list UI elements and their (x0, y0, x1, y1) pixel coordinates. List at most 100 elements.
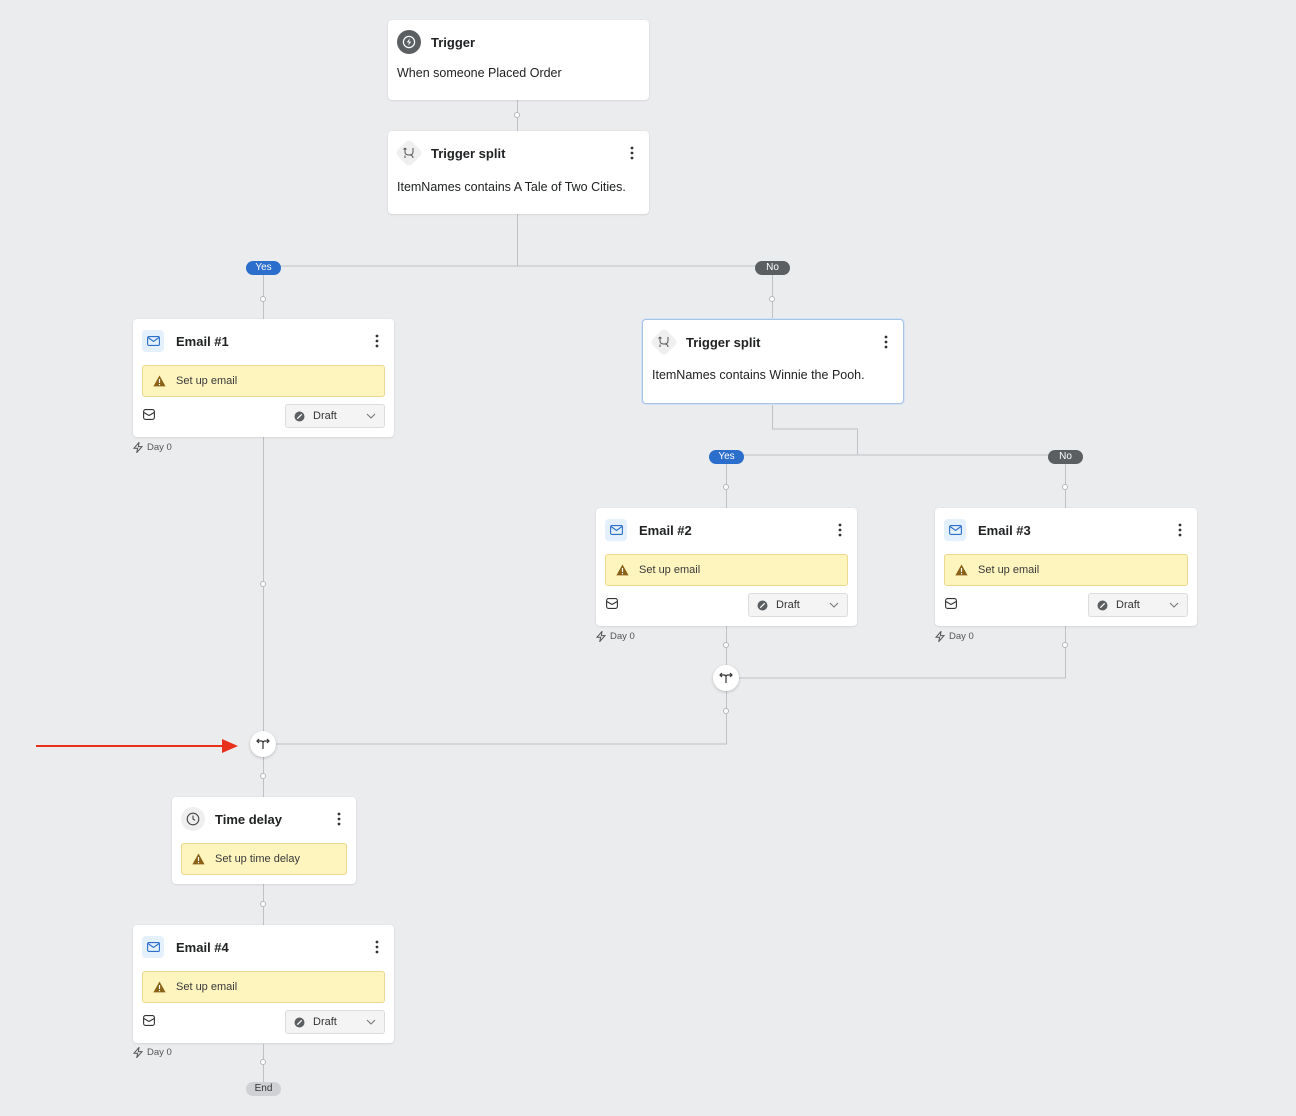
connector-dot (260, 581, 266, 587)
email-card-3[interactable]: Email #3 Set up email Draft (935, 508, 1197, 626)
more-options-icon[interactable] (332, 809, 346, 829)
setup-email-warning[interactable]: Set up email (605, 554, 848, 586)
merge-branches-button[interactable] (713, 665, 739, 691)
email-title: Email #2 (639, 522, 692, 538)
more-options-icon[interactable] (370, 331, 384, 351)
setup-email-warning[interactable]: Set up email (142, 365, 385, 397)
draft-status-icon (1097, 600, 1108, 611)
status-label: Draft (313, 1016, 337, 1028)
email-card-4[interactable]: Email #4 Set up email Draft (133, 925, 394, 1043)
status-dropdown[interactable]: Draft (285, 1010, 385, 1034)
email-icon (142, 330, 164, 352)
chevron-down-icon (366, 413, 376, 419)
more-options-icon[interactable] (1173, 520, 1187, 540)
chevron-down-icon (1169, 602, 1179, 608)
connector-dot (260, 901, 266, 907)
warning-text: Set up email (978, 564, 1040, 576)
annotation-arrow (36, 739, 238, 753)
time-delay-title: Time delay (215, 811, 282, 827)
day-label: Day 0 (133, 442, 172, 453)
email-card-1[interactable]: Email #1 Set up email Draft (133, 319, 394, 437)
lightning-icon (133, 442, 143, 453)
email-card-2[interactable]: Email #2 Set up email Draft (596, 508, 857, 626)
split-icon (649, 327, 679, 357)
status-label: Draft (1116, 599, 1140, 611)
draft-status-icon (757, 600, 768, 611)
branch-yes-label: Yes (246, 261, 281, 275)
time-delay-card[interactable]: Time delay Set up time delay (172, 797, 356, 884)
status-label: Draft (776, 599, 800, 611)
warning-text: Set up email (176, 375, 238, 387)
status-label: Draft (313, 410, 337, 422)
preview-email-icon[interactable] (945, 598, 959, 612)
lightning-icon (133, 1047, 143, 1058)
email-icon (142, 936, 164, 958)
end-label: End (246, 1082, 281, 1096)
email-title: Email #1 (176, 333, 229, 349)
more-options-icon[interactable] (625, 143, 639, 163)
preview-email-icon[interactable] (143, 409, 157, 423)
warning-icon (153, 981, 166, 993)
trigger-split-description: ItemNames contains Winnie the Pooh. (652, 368, 865, 382)
branch-no-label: No (755, 261, 790, 275)
chevron-down-icon (366, 1019, 376, 1025)
merge-icon (256, 738, 270, 749)
lightning-icon (596, 631, 606, 642)
trigger-split-title: Trigger split (686, 334, 761, 350)
warning-text: Set up time delay (215, 853, 300, 865)
draft-status-icon (294, 411, 305, 422)
warning-icon (955, 564, 968, 576)
split-icon (394, 138, 424, 168)
warning-icon (153, 375, 166, 387)
warning-icon (616, 564, 629, 576)
warning-text: Set up email (639, 564, 701, 576)
more-options-icon[interactable] (833, 520, 847, 540)
preview-email-icon[interactable] (143, 1015, 157, 1029)
trigger-split-description: ItemNames contains A Tale of Two Cities. (397, 180, 626, 194)
warning-text: Set up email (176, 981, 238, 993)
lightning-icon (397, 30, 421, 54)
day-label: Day 0 (935, 631, 974, 642)
connector-dot (514, 112, 520, 118)
more-options-icon[interactable] (879, 332, 893, 352)
branch-no-label: No (1048, 450, 1083, 464)
trigger-card[interactable]: Trigger When someone Placed Order (388, 20, 649, 100)
trigger-split-card-2[interactable]: Trigger split ItemNames contains Winnie … (642, 319, 904, 404)
email-icon (605, 519, 627, 541)
setup-time-delay-warning[interactable]: Set up time delay (181, 843, 347, 875)
clock-icon (181, 807, 205, 831)
connector-dot (723, 484, 729, 490)
status-dropdown[interactable]: Draft (1088, 593, 1188, 617)
preview-email-icon[interactable] (606, 598, 620, 612)
connector-dot (723, 708, 729, 714)
setup-email-warning[interactable]: Set up email (142, 971, 385, 1003)
chevron-down-icon (829, 602, 839, 608)
trigger-description: When someone Placed Order (397, 66, 562, 80)
warning-icon (192, 853, 205, 865)
day-label: Day 0 (596, 631, 635, 642)
connector-dot (769, 296, 775, 302)
day-label: Day 0 (133, 1047, 172, 1058)
trigger-split-title: Trigger split (431, 145, 506, 161)
connector-dot (260, 773, 266, 779)
connector-dot (1062, 484, 1068, 490)
email-title: Email #4 (176, 939, 229, 955)
lightning-icon (935, 631, 945, 642)
connector-dot (723, 642, 729, 648)
connector-dot (260, 296, 266, 302)
branch-yes-label: Yes (709, 450, 744, 464)
trigger-title: Trigger (431, 34, 476, 50)
merge-branches-button[interactable] (250, 731, 276, 757)
connector-dot (1062, 642, 1068, 648)
more-options-icon[interactable] (370, 937, 384, 957)
draft-status-icon (294, 1017, 305, 1028)
setup-email-warning[interactable]: Set up email (944, 554, 1188, 586)
email-icon (944, 519, 966, 541)
trigger-split-card-1[interactable]: Trigger split ItemNames contains A Tale … (388, 131, 649, 214)
connector-dot (260, 1059, 266, 1065)
merge-icon (719, 672, 733, 683)
status-dropdown[interactable]: Draft (285, 404, 385, 428)
email-title: Email #3 (978, 522, 1031, 538)
status-dropdown[interactable]: Draft (748, 593, 848, 617)
